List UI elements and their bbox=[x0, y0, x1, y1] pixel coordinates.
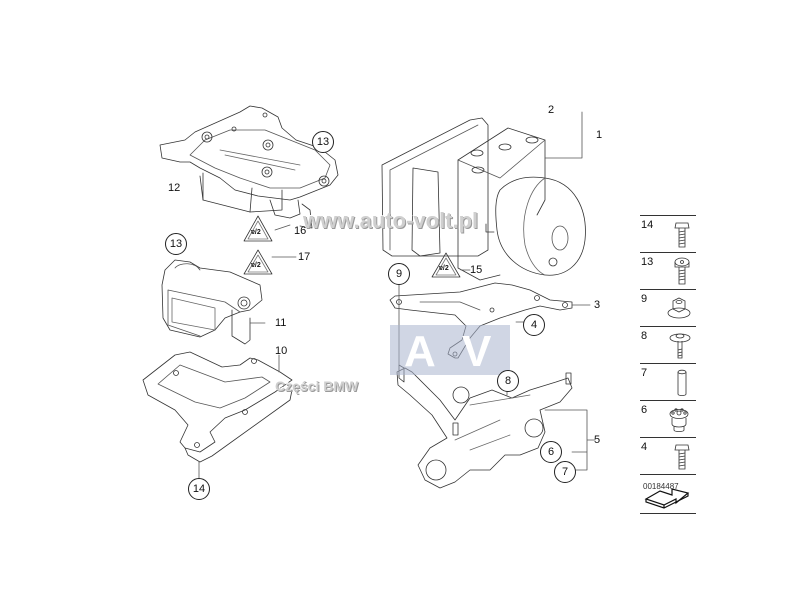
callout-13-upper: 13 bbox=[312, 131, 334, 153]
watermark-letter-v: V bbox=[462, 327, 492, 376]
callout-12: 12 bbox=[168, 182, 181, 194]
callout-7: 7 bbox=[554, 461, 576, 483]
legend-number: 13 bbox=[641, 256, 654, 268]
rubber-grommet-icon bbox=[669, 408, 689, 432]
callout-4: 4 bbox=[523, 314, 545, 336]
warning-label-16-text: ɐ/2 bbox=[251, 229, 261, 236]
hex-bolt-icon bbox=[674, 222, 690, 248]
callout-5: 5 bbox=[594, 434, 601, 446]
callout-1: 1 bbox=[596, 129, 603, 141]
callout-13-lower: 13 bbox=[165, 233, 187, 255]
legend-item: 4 bbox=[640, 437, 696, 474]
legend-number: 7 bbox=[641, 367, 648, 379]
legend-item: 14 bbox=[640, 215, 696, 252]
legend-item: 8 bbox=[640, 326, 696, 363]
callout-8: 8 bbox=[497, 370, 519, 392]
callout-17: 17 bbox=[298, 251, 311, 263]
legend-number: 6 bbox=[641, 404, 648, 416]
callout-10: 10 bbox=[275, 345, 288, 357]
abs-hydraulic-unit-drawing bbox=[382, 112, 585, 280]
control-module-drawing bbox=[162, 260, 262, 344]
warning-label-17-drawing bbox=[244, 250, 272, 274]
legend-item: 6 bbox=[640, 400, 696, 437]
legend-arrow-cell bbox=[640, 474, 696, 514]
callout-3: 3 bbox=[594, 299, 601, 311]
legend-number: 4 bbox=[641, 441, 648, 453]
legend-number: 14 bbox=[641, 219, 654, 231]
socket-cap-screw-icon bbox=[674, 257, 690, 285]
legend-number: 8 bbox=[641, 330, 648, 342]
callout-11: 11 bbox=[275, 317, 287, 329]
washer-screw-icon bbox=[669, 333, 691, 359]
warning-label-16-drawing bbox=[244, 216, 272, 241]
drawing-code: 00184487 bbox=[643, 482, 679, 491]
legend-item: 9 bbox=[640, 289, 696, 326]
bottom-bracket-drawing bbox=[143, 352, 292, 462]
watermark-letter-a: A bbox=[404, 327, 436, 376]
warning-label-17-text: ɐ/2 bbox=[251, 262, 261, 269]
control-unit-bracket-drawing bbox=[160, 106, 338, 228]
callout-6: 6 bbox=[540, 441, 562, 463]
fastener-legend: 14 13 9 8 7 bbox=[640, 215, 696, 514]
callout-16: 16 bbox=[294, 225, 307, 237]
callout-14: 14 bbox=[188, 478, 210, 500]
legend-item: 7 bbox=[640, 363, 696, 400]
hex-bolt-icon bbox=[674, 444, 690, 470]
flange-nut-icon bbox=[667, 297, 691, 319]
watermark-caption: Części BMW bbox=[275, 378, 359, 394]
callout-9: 9 bbox=[388, 263, 410, 285]
watermark-site-url: www.auto-volt.pl bbox=[303, 208, 479, 233]
callout-15: 15 bbox=[470, 264, 483, 276]
warning-label-15-drawing bbox=[432, 253, 460, 277]
direction-arrow-icon bbox=[644, 488, 690, 509]
legend-item: 13 bbox=[640, 252, 696, 289]
callout-2: 2 bbox=[548, 104, 555, 116]
legend-number: 9 bbox=[641, 293, 648, 305]
watermark-logo: A V bbox=[390, 325, 510, 376]
sleeve-icon bbox=[677, 369, 687, 396]
warning-label-15-text: ɐ/2 bbox=[439, 265, 449, 272]
